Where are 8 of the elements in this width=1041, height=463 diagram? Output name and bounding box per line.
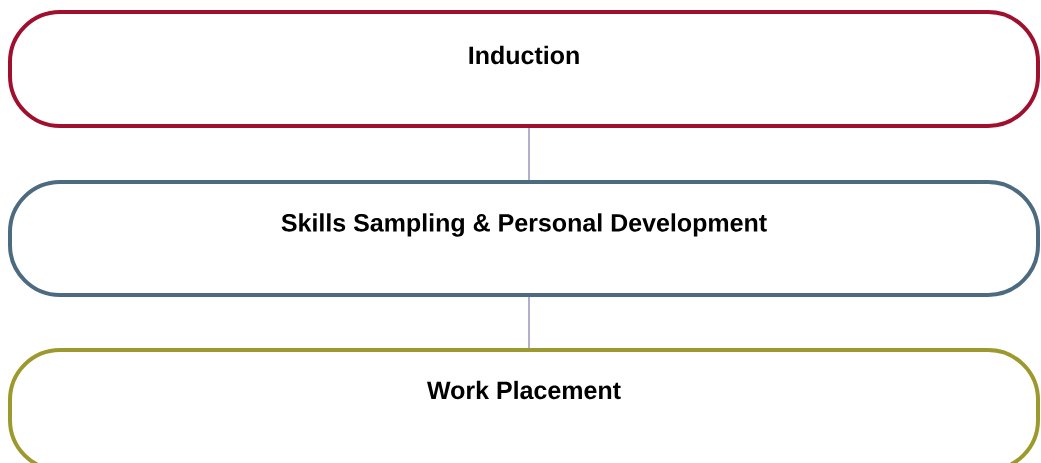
rounded-box xyxy=(8,180,1040,297)
connector-line xyxy=(528,296,530,349)
box-label: Induction xyxy=(469,45,579,65)
box-label: Work Placement xyxy=(427,380,621,400)
connector-line xyxy=(528,127,530,181)
rounded-box xyxy=(8,10,1040,128)
box-label: Skills Sampling & Personal Development xyxy=(281,213,767,237)
rounded-box xyxy=(8,348,1040,463)
